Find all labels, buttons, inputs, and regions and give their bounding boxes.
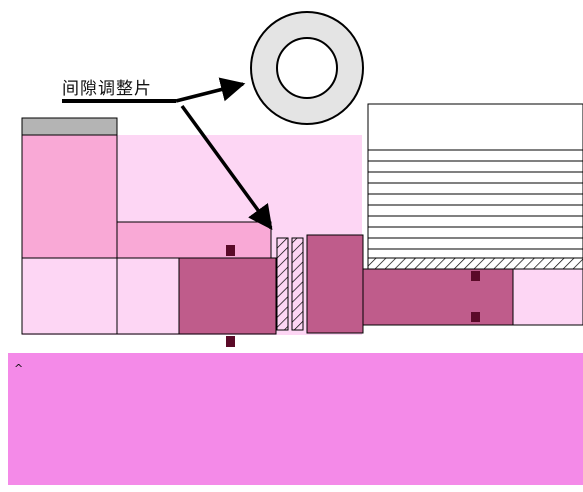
upper-step-block bbox=[116, 221, 272, 260]
left-shaft-band bbox=[116, 257, 180, 335]
left-housing-upper bbox=[21, 134, 118, 260]
right-machine-body bbox=[367, 103, 583, 259]
coupling-flange bbox=[306, 234, 364, 334]
shim-plate-1 bbox=[276, 237, 289, 331]
arrow-to-shim bbox=[180, 104, 273, 230]
washer-icon bbox=[250, 11, 364, 125]
key-mark-right-bottom bbox=[471, 312, 480, 322]
key-mark-lower bbox=[226, 336, 235, 347]
bearing-strip bbox=[367, 257, 583, 270]
arrow-icon bbox=[175, 77, 246, 103]
hub-right bbox=[362, 268, 514, 326]
key-mark-upper bbox=[226, 245, 235, 256]
key-mark-right-top bbox=[471, 271, 480, 281]
left-housing-lower bbox=[21, 257, 118, 335]
hub-left bbox=[178, 257, 277, 335]
shim-plate-2 bbox=[291, 237, 304, 331]
callout-label: 间隙调整片 bbox=[62, 79, 152, 99]
lower-band bbox=[8, 353, 583, 485]
right-shaft-end bbox=[512, 268, 583, 326]
stray-mark: ^ bbox=[14, 362, 24, 375]
left-housing-cap bbox=[21, 117, 118, 137]
